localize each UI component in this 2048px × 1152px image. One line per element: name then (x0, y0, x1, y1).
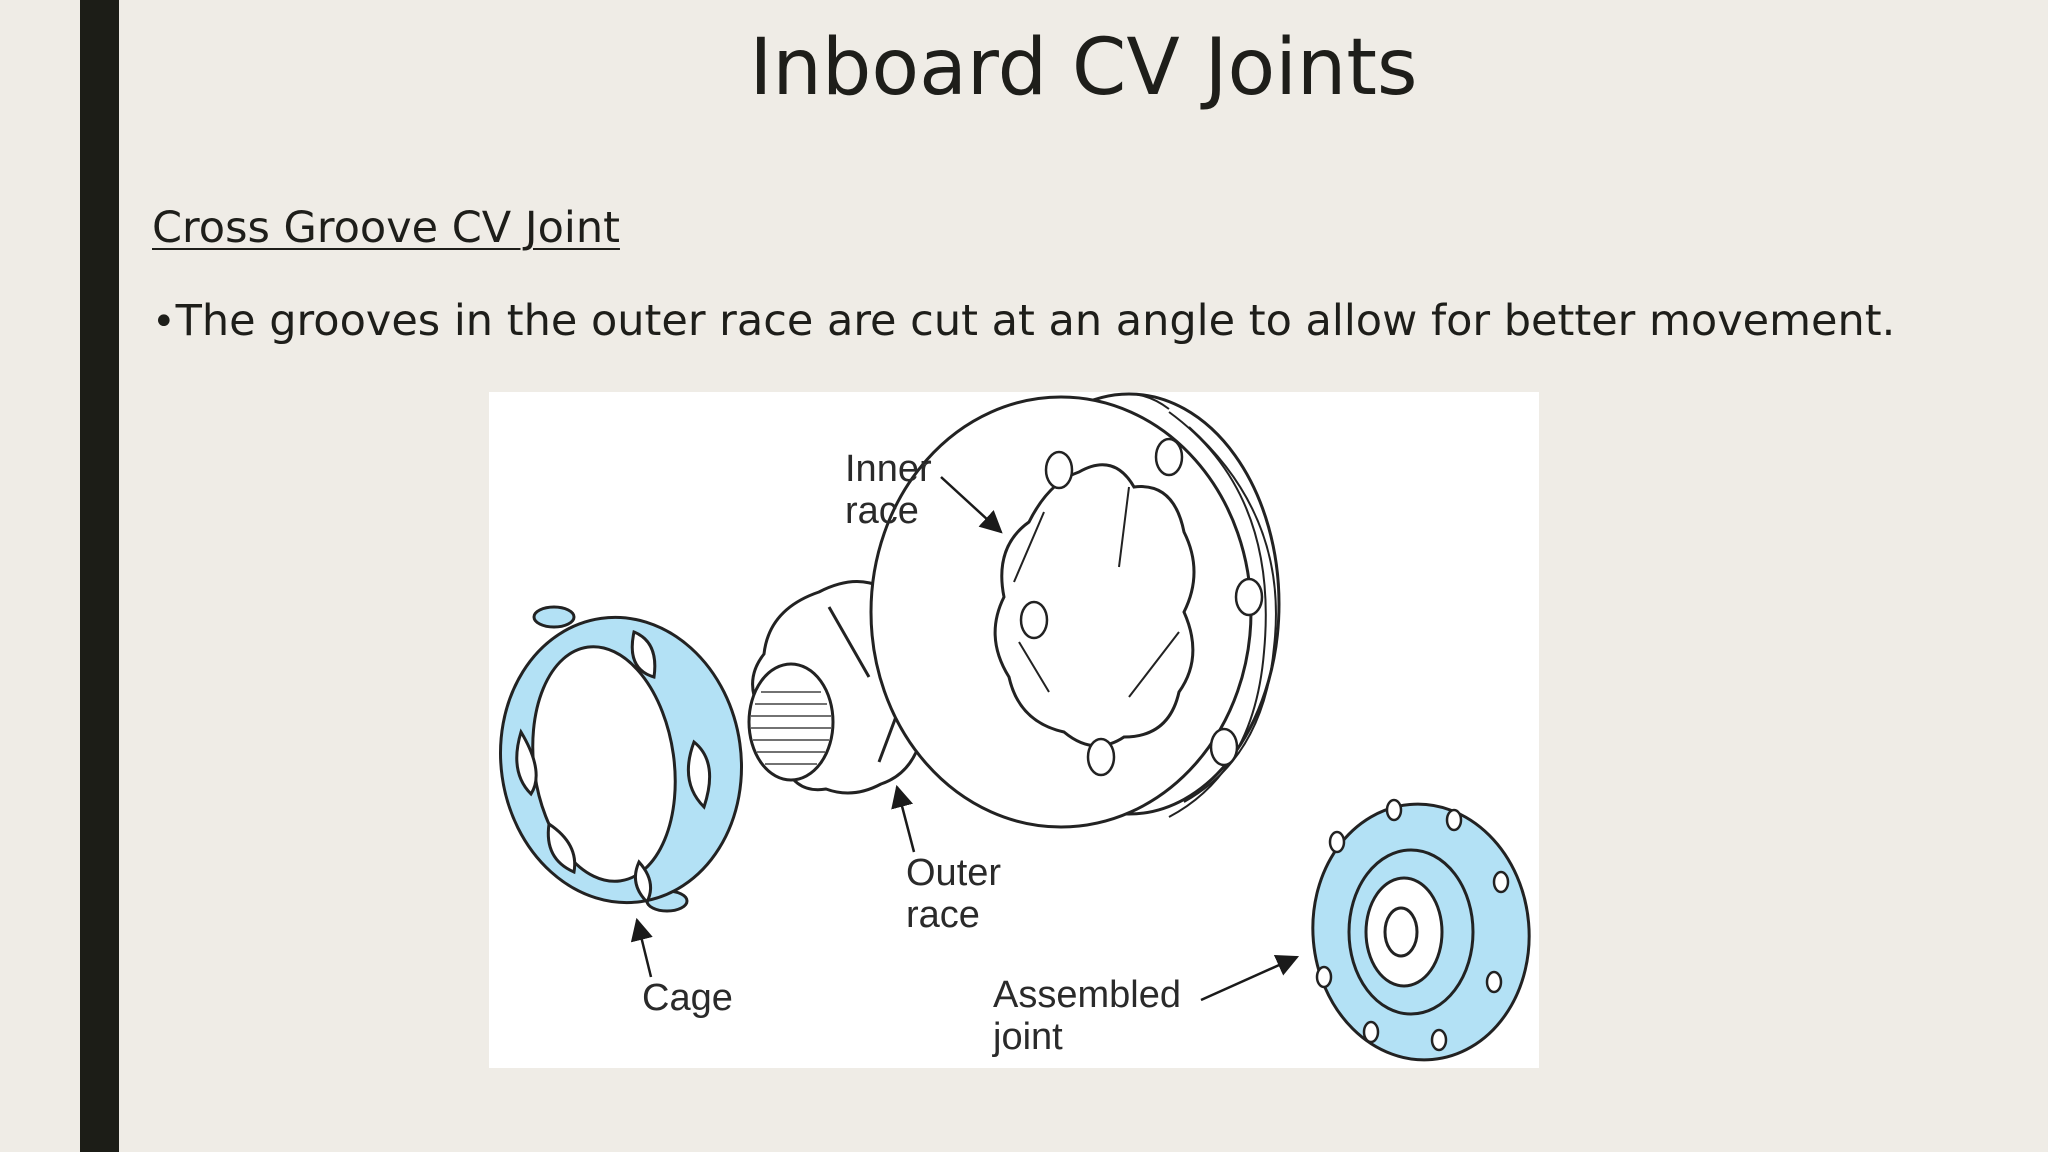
cv-joint-diagram: Inner race Outer race Cage Assembled joi… (489, 392, 1539, 1068)
cv-joint-illustration (499, 392, 1531, 1062)
bullet-text: The grooves in the outer race are cut at… (175, 296, 1896, 346)
assembled-joint-label: Assembled joint (993, 974, 1181, 1058)
outer-race-label: Outer race (906, 852, 1001, 936)
cage-part (499, 605, 743, 913)
assembled-joint-label-line1: Assembled (993, 974, 1181, 1016)
inner-race-label: Inner race (845, 448, 932, 532)
cage-label: Cage (642, 977, 733, 1019)
bullet-point: • The grooves in the outer race are cut … (152, 293, 1895, 350)
housing-part (869, 392, 1281, 829)
accent-bar (80, 0, 119, 1152)
inner-race-label-line1: Inner (845, 448, 932, 490)
cage-arrow (630, 917, 653, 978)
outer-race-label-line2: race (906, 894, 980, 936)
inner-race-arrow (940, 476, 1003, 534)
outer-race-arrow (891, 784, 916, 853)
assembled-joint-label-line2: joint (993, 1016, 1063, 1058)
assembled-joint-part (1311, 798, 1531, 1062)
section-heading: Cross Groove CV Joint (152, 203, 620, 253)
bullet-icon: • (152, 299, 176, 345)
inner-race-label-line2: race (845, 490, 919, 532)
outer-race-label-line1: Outer (906, 852, 1002, 894)
assembled-joint-arrow (1200, 955, 1300, 1002)
slide-title: Inboard CV Joints (749, 23, 1418, 113)
